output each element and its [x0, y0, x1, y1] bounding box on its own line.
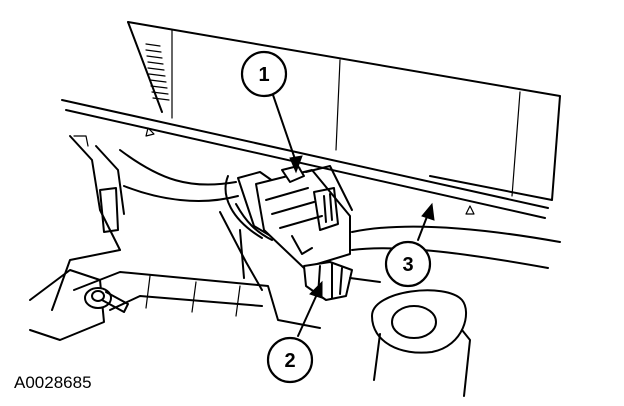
callout-3: 3 — [384, 202, 435, 288]
callout-2: 2 — [266, 280, 323, 384]
callout-3-label: 3 — [402, 254, 413, 276]
grommet — [371, 289, 471, 397]
wire-harness — [119, 149, 273, 241]
callout-1-label: 1 — [258, 64, 269, 86]
callout-1: 1 — [240, 50, 303, 174]
mounting-bracket — [73, 211, 321, 329]
vent-slots — [145, 43, 170, 101]
figure-id: A0028685 — [14, 373, 92, 392]
bolt — [84, 287, 129, 313]
electrical-connector — [237, 165, 353, 269]
trim-rail — [61, 99, 549, 219]
trim-panel — [127, 21, 561, 201]
callout-2-label: 2 — [284, 350, 295, 372]
